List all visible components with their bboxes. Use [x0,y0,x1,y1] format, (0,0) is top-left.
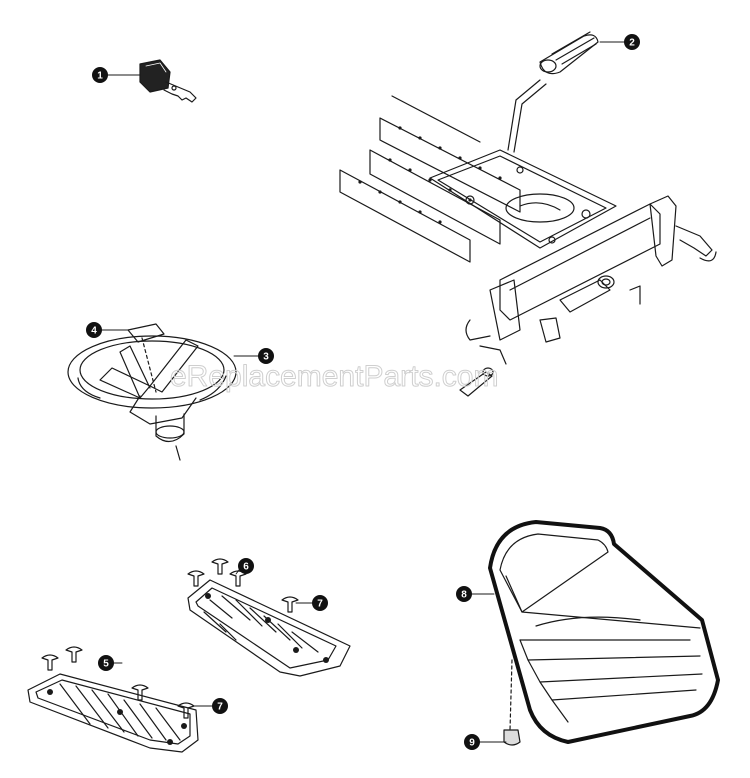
callout-label: 8 [461,590,467,601]
callout-label: 5 [103,659,109,670]
steering-wheel-cap-icon [127,323,165,393]
callout-5: 5 [98,655,114,671]
steering-wheel-icon [67,335,237,461]
callout-label: 6 [243,562,249,573]
callout-label: 1 [97,71,103,82]
ignition-key-icon [139,59,197,103]
callout-7: 7 [212,698,228,714]
callout-6: 6 [238,558,254,574]
callout-label: 9 [469,738,475,749]
callout-label: 2 [629,38,635,49]
push-rivet-icon [41,646,195,719]
callout-label: 7 [217,702,223,713]
left-footrest-icon [27,673,199,753]
callout-1: 1 [92,67,108,83]
callout-2: 2 [624,34,640,50]
watermark-text: eReplacementParts.com [170,360,498,393]
steering-shaft-frame-icon [339,31,717,397]
callout-label: 4 [91,326,97,337]
right-footrest-icon [187,579,351,677]
callout-label: 3 [263,352,269,363]
callout-label: 7 [317,599,323,610]
callout-8: 8 [456,586,472,602]
seat-icon [488,520,720,744]
callout-4: 4 [86,322,102,338]
callout-7: 7 [312,595,328,611]
callout-9: 9 [464,734,480,750]
callout-3: 3 [258,348,274,364]
